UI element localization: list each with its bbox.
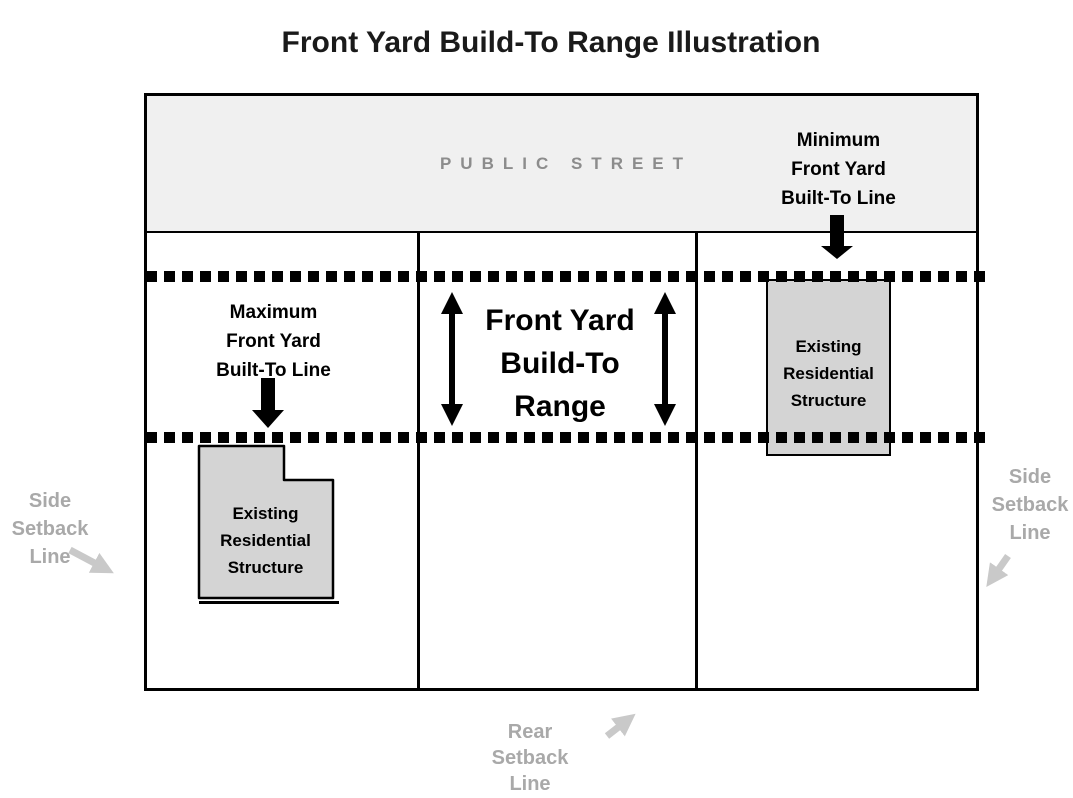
side-setback-arrow-right-icon	[986, 553, 1011, 588]
public-street-band: PUBLIC STREET	[147, 96, 976, 233]
minimum-built-to-down-arrow-icon	[821, 215, 853, 259]
range-double-arrow-left-icon	[441, 292, 463, 426]
public-street-label: PUBLIC STREET	[439, 153, 693, 173]
rear-setback-arrow-icon	[604, 713, 636, 739]
dotted-line-maximum-built-to	[146, 432, 985, 443]
parcel-divider-left	[417, 233, 420, 691]
minimum-built-to-label: Minimum Front Yard Built-To Line	[781, 130, 896, 209]
parcel-divider-right	[695, 233, 698, 691]
existing-structure-left-label: Existing Residential Structure	[220, 504, 311, 577]
rear-setback-label: Rear Setback Line	[491, 721, 569, 795]
side-setback-label-left: Side Setback Line	[11, 490, 89, 568]
maximum-built-to-label: Maximum Front Yard Built-To Line	[216, 302, 331, 381]
dotted-line-minimum-built-to	[146, 271, 985, 282]
maximum-built-to-down-arrow-icon	[252, 378, 284, 428]
page-title: Front Yard Build-To Range Illustration	[281, 26, 821, 59]
existing-structure-left	[197, 444, 339, 604]
range-double-arrow-right-icon	[654, 292, 676, 426]
side-setback-arrow-left-icon	[68, 546, 114, 574]
existing-structure-right-label: Existing Residential Structure	[783, 337, 874, 410]
build-to-range-label: Front Yard Build-To Range	[485, 304, 635, 423]
side-setback-label-right: Side Setback Line	[991, 466, 1069, 544]
